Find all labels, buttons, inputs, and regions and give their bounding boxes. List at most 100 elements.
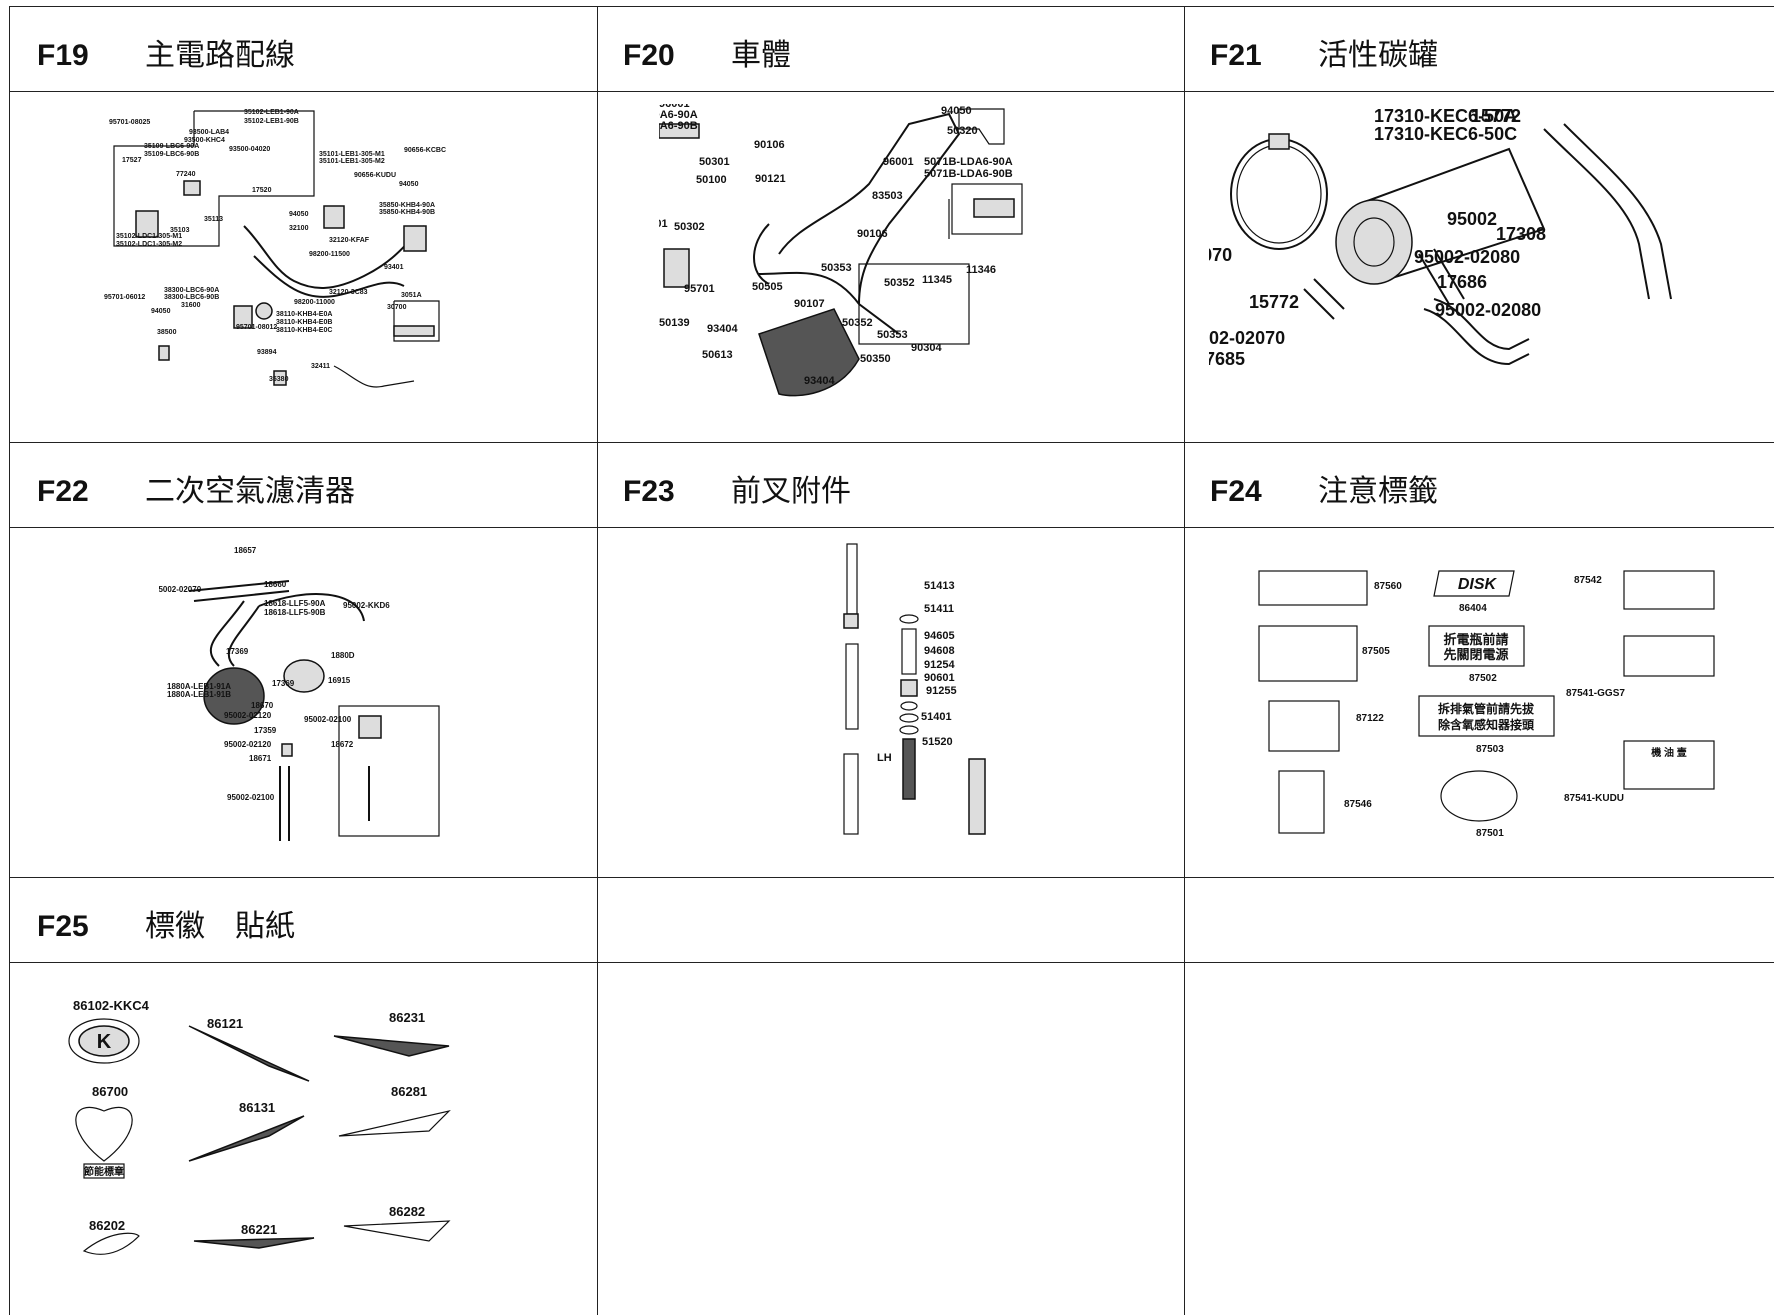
part-number-label: 93894 [257,349,277,356]
part-number-label: 35102-LDC1-305-M1 [116,233,182,240]
part-number-label: 18657 [234,546,257,555]
part-number-label: 95701 [684,283,715,295]
part-number-label: 96001 [659,104,690,110]
part-number-label: 87560 [1374,581,1402,592]
part-number-label: 18660 [264,580,287,589]
part-number-label: 95002-02120 [224,711,272,720]
part-number-label: 35102-LDC1-305-M2 [116,241,182,248]
part-number-label: 95701-08025 [109,119,150,126]
disk-brand-text: DISK [1458,576,1498,593]
part-number-label: 93401 [384,264,404,271]
part-number-label: 51401 [921,711,952,723]
part-number-label: 51520 [922,736,953,748]
part-number-label: 98200-11500 [309,251,350,258]
part-number-label: 50505 [752,281,783,293]
part-number-label: 5071A-LDA6-90B [659,120,698,132]
part-number-label: 96001 [883,156,914,168]
part-number-label: 86700 [92,1084,128,1099]
part-number-label: 35103 [170,227,190,234]
part-number-label: 32100 [289,225,309,232]
part-number-label: 93404 [804,375,835,387]
part-number-label: 38300-LBC6-90A [164,287,219,294]
part-number-label: 87502 [1469,673,1497,684]
part-number-label: 1880D [331,651,355,660]
part-number-label: 87505 [1362,646,1390,657]
part-number-label: 90656-KCBC [404,147,446,154]
part-number-label: 5071A-LDA6-90A [659,109,698,121]
part-number-label: 90106 [754,139,785,151]
f23-front-fork-diagram: 5142951412514135141151410946059460891254… [789,534,1049,859]
part-number-label: 35113 [204,216,223,223]
part-number-label: 18618-LLF5-90B [264,608,326,617]
part-number-label: 11345 [922,274,952,286]
part-number-label: 1880A-LEB1-91B [167,690,231,699]
f20-frame-diagram: 960015071A-LDA6-90A5071A-LDA6-90B9405050… [659,104,1139,434]
part-number-label: 86231 [389,1010,425,1025]
part-number-label: 90601 [924,672,955,684]
part-number-label: 93500-04020 [229,146,270,153]
part-number-label: 90304 [911,342,942,354]
part-number-label: 95002 [1447,209,1497,229]
sticker-87503-line1: 拆排氣管前請先拔 [1438,701,1535,716]
part-number-label: 50302 [674,221,705,233]
part-number-label: 35109-LBC6-90A [144,143,199,150]
f19-wiring-diagram: 95701-08025 35102-LEB1-90A 35102-LEB1-90B 9… [104,106,524,426]
part-number-label: 35850-KHB4-90B [379,209,435,216]
part-number-label: 87501 [1476,828,1504,839]
kymco-k-emblem: K [97,1031,112,1053]
f22-air-cleaner-diagram: 95002-020701865795002-020701866018618-LL… [159,536,459,866]
part-number-label: 95002-02080 [1414,247,1520,267]
part-number-label: 32411 [311,363,330,370]
part-number-label: 35101-LEB1-305-M2 [319,158,385,165]
part-number-label: 5071B-LDA6-90A [924,156,1013,168]
part-number-label: 86404 [1459,603,1487,614]
part-number-label: 94050 [399,181,419,188]
part-number-label: 95002-KKD6 [343,601,390,610]
part-number-label: 1880A-LEB1-91A [167,682,231,691]
part-number-label: 35102-LEB1-90B [244,118,299,125]
part-number-label: 3051A [401,292,422,299]
part-number-label: 83503 [872,190,903,202]
part-number-label: 95002-02100 [304,715,352,724]
part-number-label: 35101-LEB1-305-M1 [319,151,385,158]
part-number-label: 95002-02070 [159,585,202,594]
part-number-label: 32120-KFAF [329,237,370,244]
part-number-label: 93500-LAB4 [189,129,229,136]
part-number-label: 87541-KUDU [1564,793,1624,804]
part-number-label: 94050 [151,308,171,315]
part-number-label: 87541-GGS7 [1566,688,1625,699]
part-number-label: 5071B-LDA6-90B [924,168,1013,180]
part-number-label: 86102-KKC4 [73,998,150,1013]
part-number-label: 38110-KHB4-E0C [276,327,332,334]
part-number-label: 91255 [926,685,957,697]
part-number-label: 94605 [924,630,955,642]
part-number-label: 50350 [860,353,891,365]
part-number-label: 35850-KHB4-90A [379,202,435,209]
part-number-label: 17369 [226,647,249,656]
part-number-label: 18618-LLF5-90A [264,599,326,608]
part-number-label: 91254 [924,659,955,671]
part-number-label: 87546 [1344,799,1372,810]
part-number-label: 35102-LEB1-90A [244,109,299,116]
part-number-label: 93500-KHC4 [184,137,225,144]
part-number-label: 86131 [239,1100,275,1115]
part-number-label: 50353 [877,329,908,341]
part-number-label: 51411 [924,603,954,615]
part-number-label: 95002-02070 [1209,245,1232,265]
part-number-label: 95002-02100 [227,793,275,802]
part-number-label: 94050 [289,211,309,218]
part-number-label: 86121 [207,1016,243,1031]
part-number-label: 17520 [252,187,272,194]
part-number-label: 86281 [391,1084,427,1099]
part-number-label: 51413 [924,580,955,592]
part-number-label: 50352 [884,277,915,289]
badge-86700-text: 節能標章 [84,1165,124,1178]
part-number-label: 11346 [966,264,996,276]
part-number-label: 95002-02120 [224,740,272,749]
part-number-label: 50139 [659,317,690,329]
